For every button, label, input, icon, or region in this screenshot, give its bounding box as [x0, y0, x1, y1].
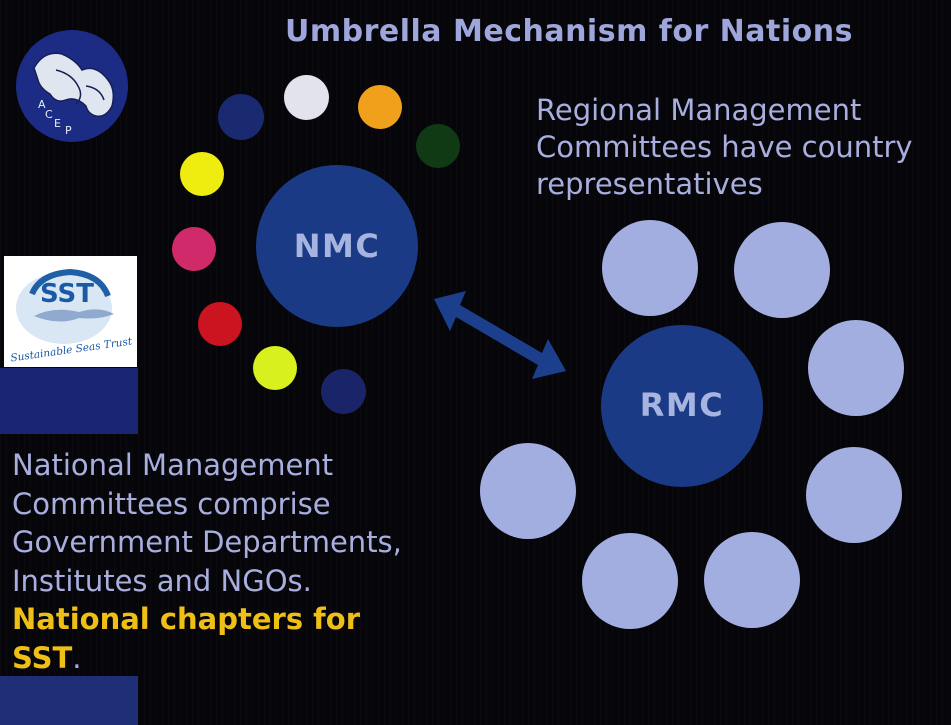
acep-letter-p: P — [65, 124, 72, 137]
nmc-circle: NMC — [256, 165, 418, 327]
acep-letter-c: C — [45, 108, 53, 121]
nmc-member-dark-green — [416, 124, 460, 168]
rmc-member-top-left — [602, 220, 698, 316]
rmc-circle: RMC — [601, 325, 763, 487]
nmc-member-orange — [358, 85, 402, 129]
slide-title: Umbrella Mechanism for Nations — [285, 14, 853, 49]
rmc-member-bottom-left — [582, 533, 678, 629]
sst-abbr: SST — [40, 279, 94, 309]
decorative-blue-block-top — [0, 368, 138, 434]
nmc-description-end: . — [72, 640, 82, 675]
nmc-label: NMC — [293, 227, 381, 265]
rmc-member-right-lower — [806, 447, 902, 543]
rmc-member-top-right — [734, 222, 830, 318]
rmc-member-bottom-right — [704, 532, 800, 628]
sst-logo: SST Sustainable Seas Trust — [4, 256, 137, 367]
nmc-member-lime — [253, 346, 297, 390]
rmc-member-left — [480, 443, 576, 539]
nmc-description: National Management Committees comprise … — [12, 446, 412, 677]
rmc-description: Regional Management Committees have coun… — [536, 93, 913, 201]
decorative-blue-block-bottom — [0, 676, 138, 725]
acep-letter-a: A — [38, 98, 46, 111]
rmc-member-right-upper — [808, 320, 904, 416]
nmc-member-dark-blue — [321, 369, 366, 414]
nmc-member-yellow — [180, 152, 224, 196]
acep-map-icon: A C E P — [33, 52, 115, 137]
nmc-description-plain: National Management Committees comprise … — [12, 448, 402, 598]
acep-logo: A C E P — [16, 30, 128, 142]
nmc-member-pink — [172, 227, 216, 271]
nmc-description-highlight: National chapters for SST — [12, 602, 361, 675]
acep-letter-e: E — [54, 117, 61, 130]
nmc-member-navy — [218, 94, 264, 140]
nmc-member-white — [284, 75, 329, 120]
sst-logo-graphic: SST Sustainable Seas Trust — [10, 268, 134, 364]
double-arrow-icon — [434, 291, 566, 379]
nmc-member-red — [198, 302, 242, 346]
rmc-label: RMC — [639, 386, 725, 424]
